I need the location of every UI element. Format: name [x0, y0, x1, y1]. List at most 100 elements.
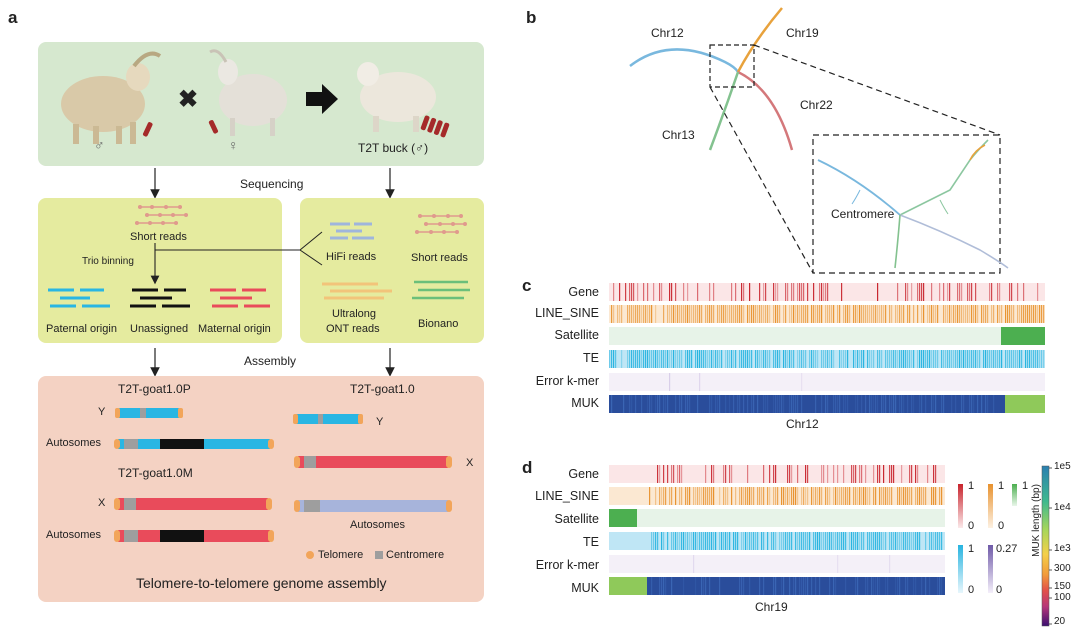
chromosome-y-p [115, 408, 183, 418]
asm-p-title: T2T-goat1.0P [118, 382, 191, 396]
muk-tick-1e4: 1e4 [1054, 502, 1071, 513]
chromosome-autosomes-right [294, 500, 452, 512]
error-kmer-track [609, 373, 1045, 391]
legend-line-max: 1 [998, 480, 1005, 492]
male-goat-icon [61, 51, 162, 144]
male-symbol: ♂ [94, 137, 105, 153]
legend-gene-min: 0 [968, 520, 975, 532]
muk-high-block [609, 577, 647, 595]
y-label: Y [98, 406, 106, 418]
muk-axis-label: MUK length (bp) [1030, 484, 1042, 557]
muk-legend-bar [1041, 465, 1050, 627]
buck-goat-icon [357, 62, 450, 138]
d-track-gene: Gene [568, 467, 599, 481]
cross-icon: ✖ [178, 86, 198, 113]
sequencing-arrows [150, 168, 395, 377]
buck-label: T2T buck (♂) [358, 141, 429, 155]
bionano-label: Bionano [418, 318, 459, 330]
assembly-box [38, 376, 484, 602]
chromosome-autosomes-p [114, 439, 274, 449]
maternal-origin-label: Maternal origin [198, 323, 271, 335]
satellite-track [609, 327, 1045, 345]
muk-tick-100: 100 [1054, 592, 1071, 603]
legend-te-min: 0 [968, 584, 975, 596]
muk-tick-20: 20 [1054, 616, 1066, 627]
autosomes-label-right: Autosomes [350, 519, 406, 531]
c-track-error-kmer: Error k-mer [535, 374, 599, 388]
assembly-label: Assembly [244, 354, 297, 368]
graph-layout-figure [629, 7, 1009, 274]
d-track-muk: MUK [571, 581, 599, 595]
y-label-right: Y [376, 416, 384, 428]
centromere-graph-label: Centromere [831, 207, 895, 221]
centromere-label: Centromere [386, 549, 445, 561]
paternal-reads-icon [48, 288, 110, 308]
zoom-box-small [709, 44, 755, 88]
legend-te-max: 1 [968, 543, 975, 555]
muk-track [609, 577, 945, 595]
paternal-origin-label: Paternal origin [46, 323, 117, 335]
chromosome-autosomes-m [114, 530, 274, 542]
legend-err-min: 0 [996, 584, 1003, 596]
muk-tick-1e5: 1e5 [1054, 461, 1071, 472]
chr19-axis-label: Chr19 [755, 600, 788, 614]
unassigned-label: Unassigned [130, 323, 189, 335]
muk-track [609, 395, 1045, 413]
sequencing-label: Sequencing [240, 177, 304, 191]
panel-d-letter: d [522, 458, 533, 477]
chromosome-diagrams [114, 408, 452, 559]
line-sine-legend-bar [988, 484, 993, 528]
short-reads-icon [135, 206, 188, 224]
legend-err-max: 0.27 [996, 543, 1018, 555]
unassigned-reads-icon [130, 288, 190, 308]
autosomes-label-p: Autosomes [46, 437, 102, 449]
chr22-branch [737, 70, 794, 151]
telomere-label: Telomere [318, 549, 364, 561]
c-track-line-sine: LINE_SINE [535, 306, 599, 320]
d-track-line-sine: LINE_SINE [535, 489, 599, 503]
gene-track [609, 283, 1045, 301]
asm-m-title: T2T-goat1.0M [118, 466, 193, 480]
track-color-legends [958, 465, 1052, 627]
panel-a-letter: a [8, 8, 18, 27]
muk-tick-300: 300 [1054, 563, 1071, 574]
chr19-heatmap-tracks [609, 465, 945, 600]
chr12-axis-label: Chr12 [786, 417, 819, 431]
autosomes-label-m: Autosomes [46, 529, 102, 541]
chromosome-x-right [294, 456, 452, 468]
parent-goats-illustration: ✖ [61, 49, 450, 144]
trio-binning-label: Trio binning [82, 256, 134, 267]
female-symbol: ♀ [228, 137, 239, 153]
centromere-legend-icon [375, 551, 383, 559]
legend-sat-max: 1 [1022, 480, 1029, 492]
line-sine-track [609, 487, 945, 505]
telomere-legend-icon [306, 551, 314, 559]
female-goat-icon [208, 49, 287, 136]
ultralong-label-1: Ultralong [332, 308, 377, 320]
c-track-te: TE [583, 351, 599, 365]
satellite-legend-bar [1012, 484, 1017, 506]
chr12-label: Chr12 [651, 26, 684, 40]
muk-tick-1e3: 1e3 [1054, 543, 1071, 554]
asm-title: T2T-goat1.0 [350, 382, 415, 396]
d-track-error-kmer: Error k-mer [535, 558, 599, 572]
chromosome-x-m [114, 498, 272, 510]
c-track-satellite: Satellite [554, 328, 599, 342]
legend-gene-max: 1 [968, 480, 975, 492]
maternal-reads-icon [210, 288, 270, 308]
ultralong-reads-icon [322, 282, 392, 300]
error-kmer-track [609, 555, 945, 573]
chr13-branch [708, 71, 740, 151]
d-track-satellite: Satellite [554, 512, 599, 526]
bionano-icon [412, 280, 470, 300]
muk-high-block [1005, 395, 1045, 413]
c-track-muk: MUK [571, 396, 599, 410]
short-reads-right-label: Short reads [411, 252, 468, 264]
chr19-label: Chr19 [786, 26, 819, 40]
trio-binning-box [38, 198, 282, 343]
chr13-label: Chr13 [662, 128, 695, 142]
panel-b-letter: b [526, 8, 537, 27]
chromosome-y-right [293, 414, 363, 424]
muk-tick-150: 150 [1054, 581, 1071, 592]
gene-track [609, 465, 945, 483]
